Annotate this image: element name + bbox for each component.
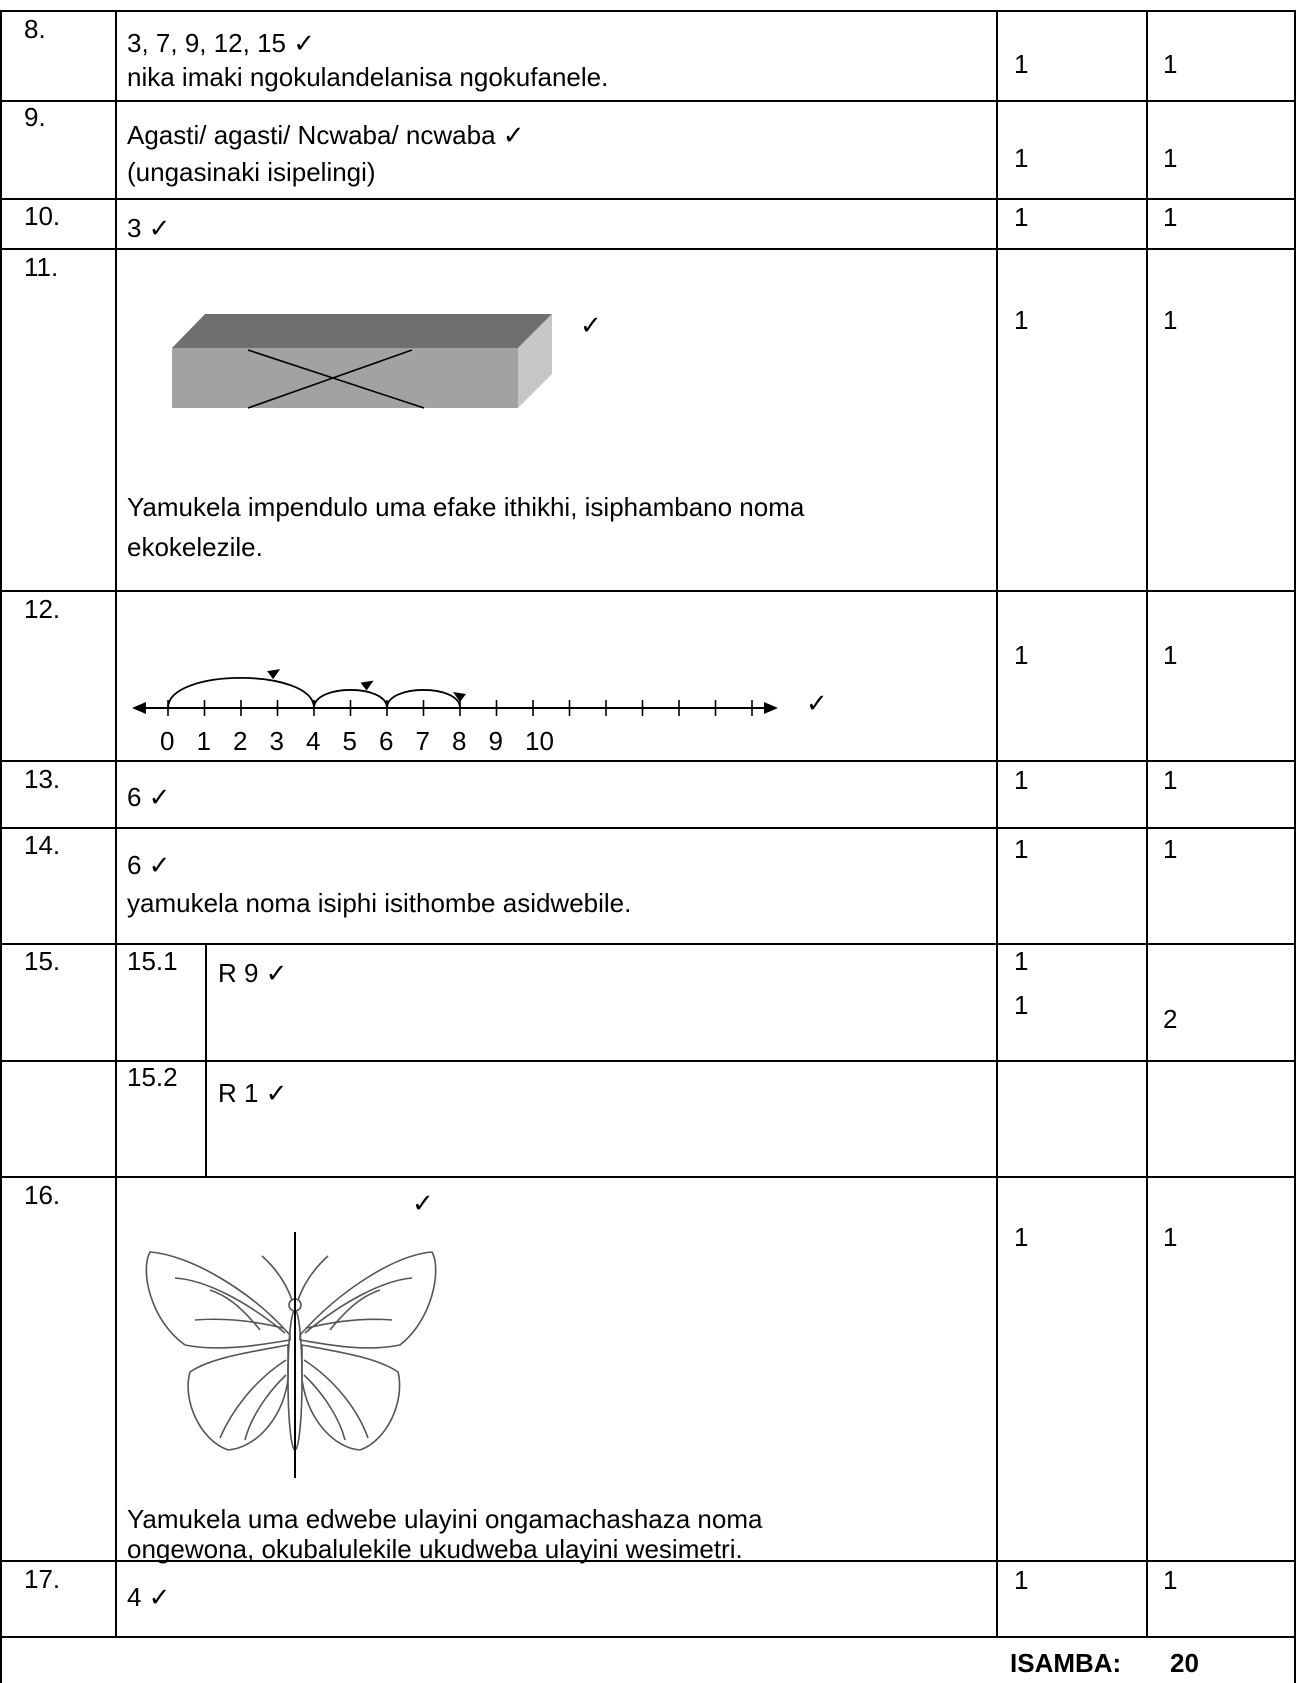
question-number: 13. <box>24 764 61 794</box>
rule <box>205 943 207 1177</box>
number-line-label: 0 <box>160 726 175 756</box>
question-number: 11. <box>24 252 59 282</box>
rule <box>115 10 117 1637</box>
question-number: 10. <box>24 201 61 231</box>
total-value: 1 <box>1163 202 1178 232</box>
total-value: 1 <box>1163 1222 1178 1252</box>
rule <box>0 10 2 1683</box>
sub-question-number: 15.2 <box>127 1062 178 1092</box>
question-number: 9. <box>24 102 46 132</box>
jump-arrowhead <box>453 692 466 702</box>
total-value: 1 <box>1163 765 1178 795</box>
rule <box>0 1060 1296 1062</box>
total-value: 1 <box>1163 305 1178 335</box>
rule <box>0 760 1296 762</box>
total-value: 2 <box>1163 1004 1178 1034</box>
sub-question-number: 15.1 <box>127 946 178 976</box>
number-line-label: 7 <box>415 726 430 756</box>
answer-line: (ungasinaki isipelingi) <box>127 157 376 187</box>
number-line-label: 8 <box>452 726 467 756</box>
jump-arc <box>313 689 388 709</box>
mark-value: 1 <box>1014 202 1029 232</box>
rule <box>996 10 998 1637</box>
answer-line: Yamukela uma edwebe ulayini ongamachasha… <box>127 1504 763 1534</box>
mark-value: 1 <box>1014 990 1029 1020</box>
answer-line: Yamukela impendulo uma efake ithikhi, is… <box>127 492 805 522</box>
mark-value: 1 <box>1014 834 1029 864</box>
total-label: ISAMBA: <box>1010 1648 1122 1678</box>
rule <box>0 590 1296 592</box>
arrow-right <box>764 702 778 714</box>
rule <box>0 100 1296 102</box>
question-number: 17. <box>24 1564 61 1594</box>
mark-value: 1 <box>1014 640 1029 670</box>
number-line-label: 6 <box>379 726 394 756</box>
number-line-label: 5 <box>342 726 357 756</box>
jump-arc <box>167 677 315 709</box>
rule <box>0 198 1296 200</box>
total-value: 1 <box>1163 640 1178 670</box>
question-number: 12. <box>24 594 61 624</box>
jump-arrowhead <box>267 669 281 680</box>
number-line-label: 1 <box>196 726 211 756</box>
answer-line: yamukela noma isiphi isithombe asidwebil… <box>127 888 632 918</box>
mark-value: 1 <box>1014 946 1029 976</box>
rule <box>0 943 1296 945</box>
mark-value: 1 <box>1014 1222 1029 1252</box>
answer-line: ekokelezile. <box>127 532 263 562</box>
total-value: 1 <box>1163 834 1178 864</box>
answer-line: R 1 ✓ <box>218 1078 288 1108</box>
rule <box>0 1560 1296 1562</box>
mark-value: 1 <box>1014 765 1029 795</box>
answer-line: nika imaki ngokulandelanisa ngokufanele. <box>127 62 609 92</box>
tick-mark: ✓ <box>580 310 602 340</box>
rule <box>1294 10 1296 1683</box>
rule <box>1146 10 1148 1637</box>
answer-line: R 9 ✓ <box>218 958 288 988</box>
number-line-label: 10 <box>525 726 554 756</box>
mark-value: 1 <box>1014 1565 1029 1595</box>
mark-value: 1 <box>1014 49 1029 79</box>
total-score: 20 <box>1170 1648 1199 1678</box>
question-number: 16. <box>24 1180 61 1210</box>
mark-value: 1 <box>1014 305 1029 335</box>
question-number: 8. <box>24 14 46 44</box>
question-number: 14. <box>24 830 61 860</box>
arrow-left <box>132 702 146 714</box>
mark-value: 1 <box>1014 143 1029 173</box>
total-value: 1 <box>1163 49 1178 79</box>
total-value: 1 <box>1163 143 1178 173</box>
rule <box>0 10 1296 12</box>
number-line-label: 9 <box>488 726 503 756</box>
tick-mark: ✓ <box>412 1188 434 1218</box>
answer-line: 6 ✓ <box>127 850 171 880</box>
rule <box>0 1176 1296 1178</box>
answer-line: ongewona, okubalulekile ukudweba ulayini… <box>127 1534 743 1564</box>
answer-line: 3, 7, 9, 12, 15 ✓ <box>127 28 316 58</box>
question-number: 15. <box>24 946 61 976</box>
answer-line: 3 ✓ <box>127 213 171 243</box>
answer-line: Agasti/ agasti/ Ncwaba/ ncwaba ✓ <box>127 120 525 150</box>
number-line-label: 4 <box>306 726 321 756</box>
jump-arrowhead <box>360 680 374 691</box>
answer-line: 4 ✓ <box>127 1582 171 1612</box>
jump-arc <box>386 689 461 709</box>
number-line-label: 3 <box>269 726 284 756</box>
answer-line: 6 ✓ <box>127 782 171 812</box>
number-line-label: 2 <box>233 726 248 756</box>
total-value: 1 <box>1163 1565 1178 1595</box>
rule <box>0 827 1296 829</box>
tick-mark: ✓ <box>806 688 828 718</box>
rule <box>0 248 1296 250</box>
rule <box>0 1636 1296 1638</box>
